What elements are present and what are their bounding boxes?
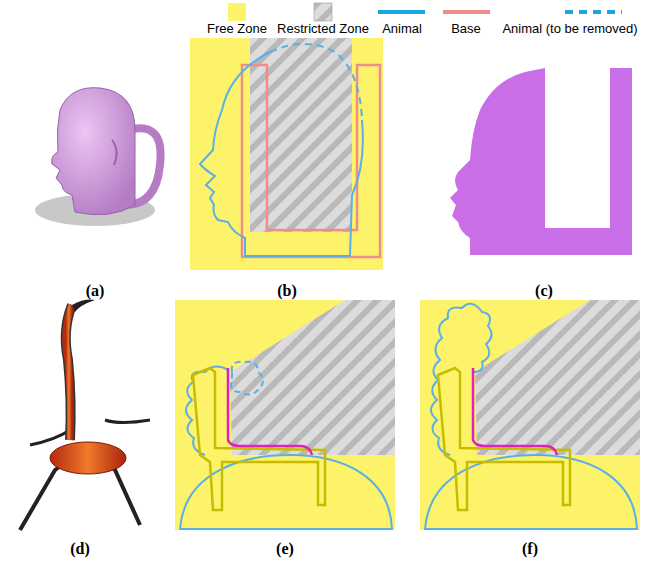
panel-b xyxy=(190,38,383,270)
hatch-sample xyxy=(314,3,332,21)
legend-swatch xyxy=(228,3,246,21)
legend-text: Restricted Zone xyxy=(277,21,369,36)
panel-f xyxy=(420,300,640,530)
panel-label: (b) xyxy=(277,282,297,300)
scorpion-illustration xyxy=(20,300,150,530)
result-shape xyxy=(450,68,632,255)
panel-e xyxy=(175,300,395,530)
legend-text: Free Zone xyxy=(207,21,267,36)
panel-label: (a) xyxy=(86,282,105,300)
legend-text: Animal (to be removed) xyxy=(502,21,637,36)
panel-label: (e) xyxy=(276,540,294,558)
legend-text: Base xyxy=(451,21,481,36)
panel-label: (f) xyxy=(522,540,538,558)
removed-sample xyxy=(565,10,622,14)
panel-label: (c) xyxy=(535,282,553,300)
base-sample xyxy=(443,10,490,14)
mug-illustration xyxy=(35,88,161,226)
animal-sample xyxy=(378,10,425,14)
panel-label: (d) xyxy=(70,540,90,558)
legend-text: Animal xyxy=(382,21,422,36)
